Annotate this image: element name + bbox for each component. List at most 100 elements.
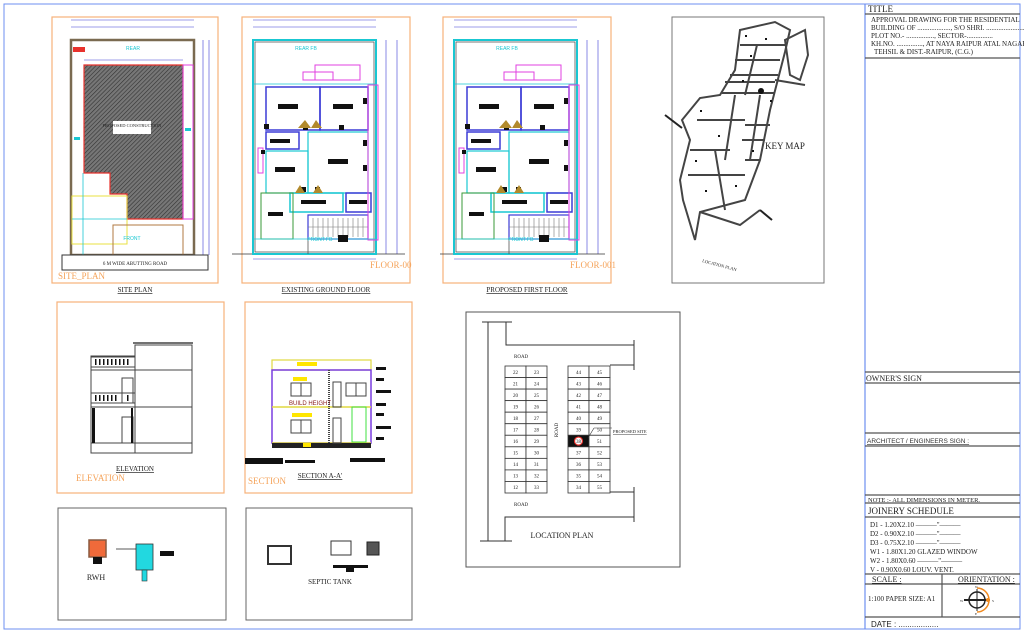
joinery-item: D2 - 0.90X2.10 ———"———	[870, 530, 962, 538]
plot-number: 17	[513, 429, 519, 434]
site-plan-panel: PROPOSED CONSTRUCTION REAR FRONT 6 M WID…	[51, 16, 219, 294]
plot-number: 49	[597, 417, 603, 422]
architect-sign-label: ARCHITECT / ENGINEERS SIGN :	[867, 438, 969, 445]
plot-number: 39	[576, 429, 582, 434]
title-line: BUILDING OF ..................., S/O SHR…	[871, 24, 1024, 32]
title-block: TITLE APPROVAL DRAWING FOR THE RESIDENTI…	[864, 4, 1024, 629]
floor-tag: FLOOR-001	[570, 260, 616, 270]
balcony-balusters	[92, 359, 133, 443]
plot-number: 53	[597, 463, 603, 468]
title-line: TEHSIL & DIST.-RAIPUR, (C.G.)	[874, 48, 974, 56]
plot-number: 21	[513, 382, 519, 387]
plot-number: 47	[597, 394, 603, 399]
joinery-item: W2 - 1.80X0.60 ———"———	[870, 557, 963, 565]
septic-panel: SEPTIC TANK	[245, 507, 413, 621]
scale-value: 1:100 PAPER SIZE: A1	[868, 595, 936, 603]
scale-label: SCALE :	[872, 575, 902, 584]
front-label: FRONT FB	[509, 237, 535, 243]
site-plan-caption: SITE PLAN	[118, 286, 153, 294]
front-label: FRONT	[123, 236, 140, 242]
plot-number: 22	[513, 371, 519, 376]
plot-number: 42	[576, 394, 582, 399]
section-caption: SECTION A-A'	[298, 472, 343, 480]
plot-number: 23	[534, 371, 540, 376]
location-roads	[480, 321, 635, 542]
plot-number: 25	[534, 394, 540, 399]
plot-cell	[525, 481, 548, 494]
plot-number: 31	[534, 463, 540, 468]
road-label-middle: ROAD	[555, 423, 560, 438]
plot-number: 26	[534, 405, 540, 410]
date-label: DATE : ..................	[871, 620, 938, 629]
plot-number: 13	[513, 475, 519, 480]
plot-number: 36	[576, 463, 582, 468]
section-panel: BUILD HEIGHT SECTION A-A' SECTION	[244, 301, 413, 494]
plot-number: 45	[597, 371, 603, 376]
key-map-label: KEY MAP	[765, 141, 805, 151]
title-line: PLOT NO.- ................, SECTOR-.....…	[871, 32, 993, 40]
road-label: 6 M WIDE ABUTTING ROAD	[103, 262, 168, 267]
plot-number: 55	[597, 486, 603, 491]
floor-tag: FLOOR-00	[370, 260, 412, 270]
first-floor-caption: PROPOSED FIRST FLOOR	[486, 286, 568, 294]
title-line: KH.NO. ..............., AT NAYA RAIPUR A…	[871, 40, 1024, 48]
joinery-item: W1 - 1.80X1.20 GLAZED WINDOW	[870, 548, 978, 556]
site-plan-tag: SITE_PLAN	[58, 271, 106, 281]
first-floor-panel: REAR FB FRONT FB FLOOR-001 PROPOSED FIRS…	[440, 16, 616, 294]
plot-number: 33	[534, 486, 540, 491]
joinery-item: D3 - 0.75X2.10 ———"———	[870, 539, 962, 547]
elevation-tag: ELEVATION	[76, 473, 125, 483]
sheet-frame	[3, 3, 1021, 630]
plot-number: 37	[576, 452, 582, 457]
title-line: APPROVAL DRAWING FOR THE RESIDENTIAL	[871, 16, 1020, 24]
joinery-item: D1 - 1.20X2.10 ———"———	[870, 521, 962, 529]
rwh-panel: RWH	[57, 507, 227, 621]
svg-text:W: W	[960, 599, 964, 603]
plot-number: 48	[597, 405, 603, 410]
rear-label: REAR FB	[295, 46, 317, 52]
plot-number: 44	[576, 371, 582, 376]
plot-number: 27	[534, 417, 540, 422]
plot-number: 14	[513, 463, 519, 468]
svg-text:E: E	[975, 612, 977, 616]
build-height-label: BUILD HEIGHT	[289, 401, 331, 407]
location-plan-caption: LOCATION PLAN	[531, 531, 594, 540]
svg-text:N: N	[975, 585, 978, 589]
level-markers	[245, 367, 391, 464]
owner-sign-label: OWNER'S SIGN	[866, 374, 922, 383]
plot-number: 28	[534, 429, 540, 434]
key-map-bottom-label: LOCATION PLAN	[702, 258, 738, 272]
plot-number: 29	[534, 440, 540, 445]
title-heading: TITLE	[868, 4, 893, 14]
plot-number: 24	[534, 382, 540, 387]
septic-caption: SEPTIC TANK	[308, 578, 352, 586]
rear-label: REAR FB	[496, 46, 518, 52]
plot-number: 32	[534, 475, 540, 480]
plot-number: 41	[576, 405, 582, 410]
plot-number: 50	[597, 429, 603, 434]
plot-cell	[588, 481, 611, 494]
proposed-construction-label: PROPOSED CONSTRUCTION	[103, 123, 163, 128]
plot-number: 46	[597, 382, 603, 387]
rwh-caption: RWH	[87, 573, 105, 582]
joinery-item: V - 0.90X0.60 LOUV. VENT.	[870, 566, 954, 574]
plot-number: 43	[576, 382, 582, 387]
ground-floor-caption: EXISTING GROUND FLOOR	[282, 286, 371, 294]
plot-number: 40	[576, 417, 582, 422]
ground-floor-panel: REAR FB FRONT FB FLOOR-00 EXISTING GROUN…	[232, 16, 412, 294]
plot-number: 16	[513, 440, 519, 445]
orientation-label: ORIENTATION :	[958, 575, 1015, 584]
proposed-site-label: PROPOSED SITE	[613, 429, 647, 434]
elevation-panel: ELEVATION ELEVATION	[56, 301, 225, 494]
key-map-panel: KEY MAP LOCATION PLAN	[664, 16, 825, 284]
plot-number: 52	[597, 452, 603, 457]
front-label: FRONT FB	[308, 237, 334, 243]
rear-label: REAR	[126, 46, 140, 52]
plot-number: 20	[513, 394, 519, 399]
joinery-heading: JOINERY SCHEDULE	[868, 506, 954, 516]
plot-number: 54	[597, 475, 603, 480]
